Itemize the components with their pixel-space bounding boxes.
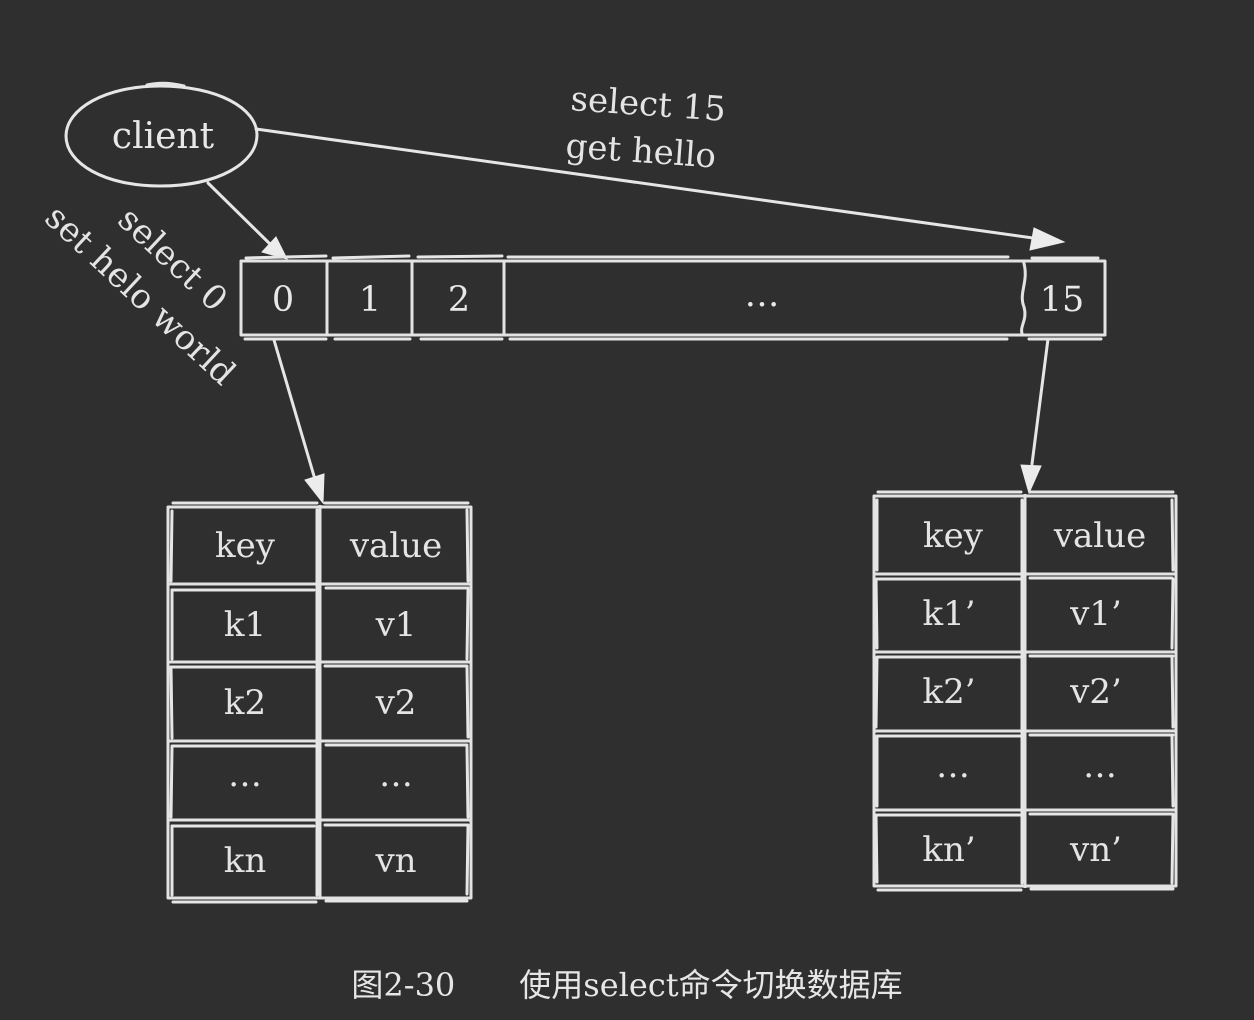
table-db0: key value k1 v1 k2 v2 … … kn vn <box>166 501 473 904</box>
command-db15-line2: get hello <box>564 126 717 176</box>
table-db0-row-2-key: k2 <box>224 683 266 723</box>
slot-15: 15 <box>1040 280 1085 320</box>
slot-1: 1 <box>359 280 381 320</box>
table-db15-row-4-key: kn’ <box>922 830 975 870</box>
slot-0: 0 <box>272 280 294 320</box>
table-db0-row-4-value: vn <box>374 841 416 881</box>
client-ellipse-overstroke <box>145 81 186 88</box>
arrow-client-to-db0 <box>206 181 288 260</box>
table-db15-header-key: key <box>923 516 984 556</box>
table-db15-row-3-key: … <box>936 746 970 786</box>
table-db15-row-3-value: … <box>1083 746 1117 786</box>
table-db0-row-1-value: v1 <box>375 605 417 645</box>
table-db15-row-2-key: k2’ <box>922 672 975 712</box>
arrow-client-to-db15 <box>254 127 1066 251</box>
table-db15-header-value: value <box>1053 516 1146 556</box>
slot-ellipsis: … <box>745 275 780 315</box>
arrow-slot0-to-table0 <box>272 338 325 505</box>
table-db15-row-1-value: v1’ <box>1069 594 1122 634</box>
table-db0-header-value: value <box>349 526 442 566</box>
slot-2: 2 <box>448 280 470 320</box>
figure-caption: 图2-30 使用select命令切换数据库 <box>351 966 902 1004</box>
client-node: client <box>64 81 259 188</box>
table-db0-row-1-key: k1 <box>224 605 266 645</box>
table-db15: key value k1’ v1’ k2’ v2’ … … kn’ vn’ <box>872 490 1178 892</box>
command-db15-line1: select 15 <box>569 79 727 130</box>
table-db0-row-4-key: kn <box>224 841 267 881</box>
table-db15-row-1-key: k1’ <box>922 594 975 634</box>
table-db15-row-2-value: v2’ <box>1069 672 1122 712</box>
command-db15: select 15 get hello <box>564 79 727 176</box>
table-db15-row-4-value: vn’ <box>1069 830 1122 870</box>
db-slot-bar: 0 1 2 … 15 <box>239 254 1107 341</box>
client-label: client <box>112 116 215 157</box>
command-db0: select 0 set helo world <box>37 197 243 393</box>
table-db0-row-3-key: … <box>228 755 262 795</box>
table-db0-row-3-value: … <box>379 755 413 795</box>
table-db0-row-2-value: v2 <box>375 683 417 723</box>
arrow-slot15-to-table15 <box>1020 337 1050 495</box>
table-db0-header-key: key <box>215 526 276 566</box>
client-ellipse <box>64 84 259 188</box>
